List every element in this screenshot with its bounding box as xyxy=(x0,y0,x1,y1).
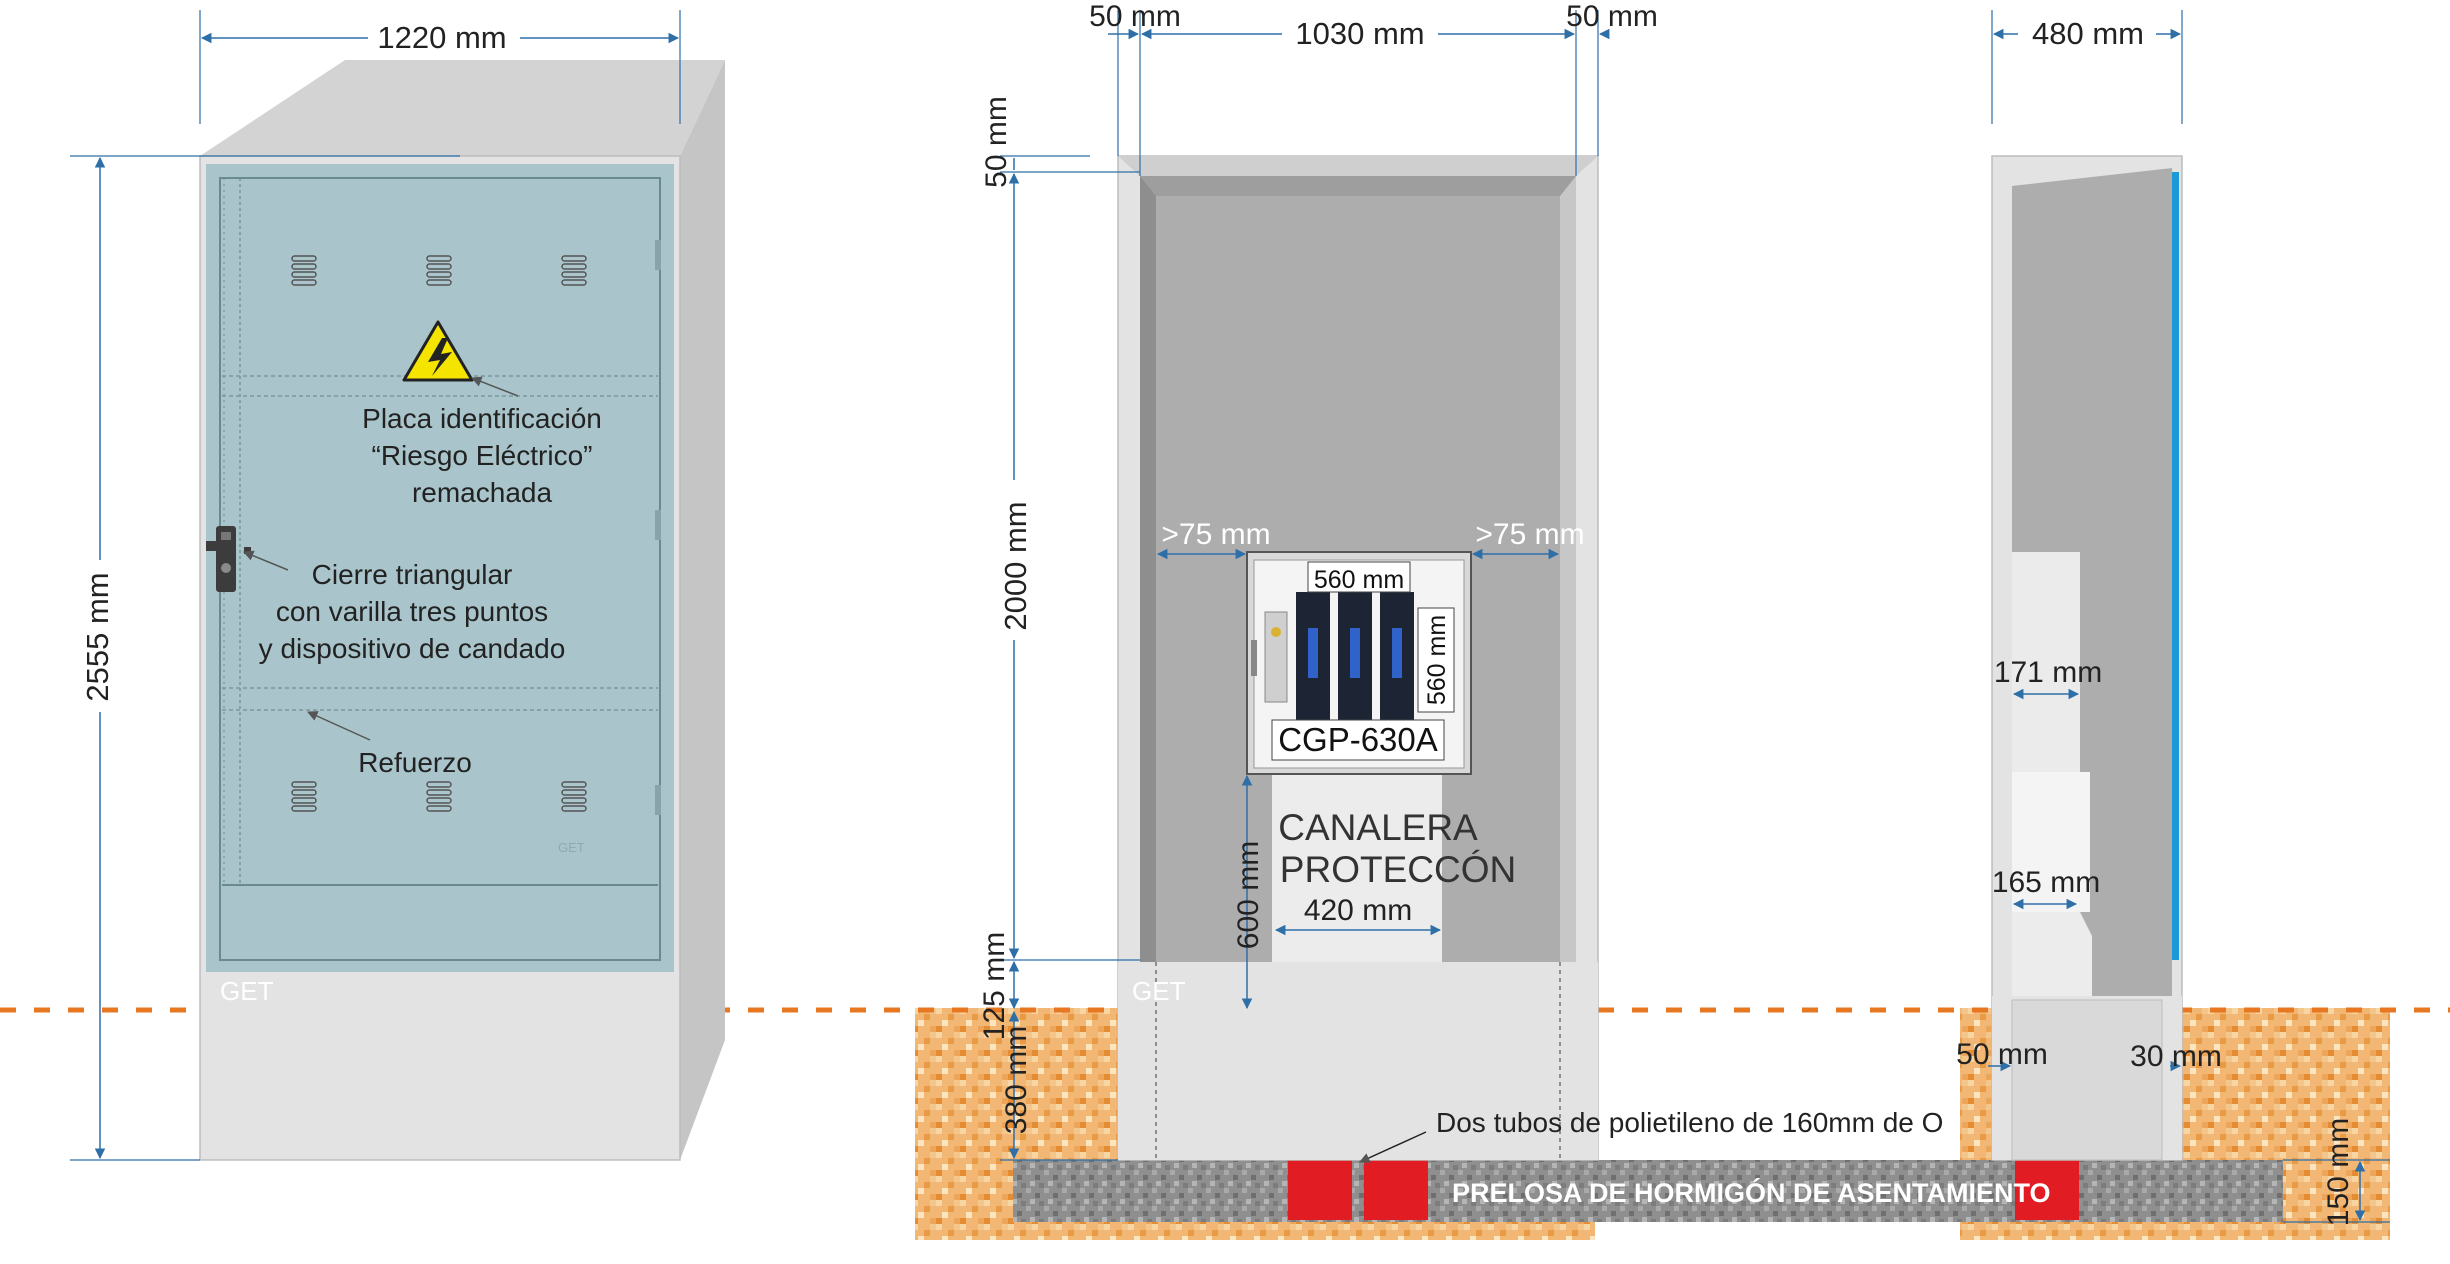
slab-dim: 150 mm xyxy=(2322,1118,2355,1226)
side-view: 480 mm 171 mm 165 mm 50 mm 30 mm 150 mm xyxy=(1956,10,2390,1226)
lock-label-3: y dispositivo de candado xyxy=(259,633,566,664)
leader-warning xyxy=(471,376,519,397)
front-height-dim: 2555 mm xyxy=(80,572,115,701)
ventilation-slot-icon xyxy=(426,781,452,812)
rear-wall-dim: 30 mm xyxy=(2130,1040,2222,1073)
ventilation-slot-icon xyxy=(291,255,317,286)
brand-logo: GET xyxy=(1132,976,1186,1006)
left-wall-dim: 50 mm xyxy=(1089,0,1181,33)
side-upper-duct xyxy=(2012,552,2080,772)
hinge-middle xyxy=(655,510,661,540)
clearance-left-dim: >75 mm xyxy=(1161,518,1270,551)
interior-top-bevel xyxy=(1118,156,1598,176)
module-height-bg xyxy=(1417,607,1455,713)
module-width-bg xyxy=(1307,561,1411,593)
slab-label: PRELOSA DE HORMIGÓN DE ASENTAMIENTO xyxy=(1452,1177,2051,1208)
ventilation-slot-icon xyxy=(561,781,587,812)
cabinet-top-face xyxy=(200,60,725,156)
brand-logo-small: GET xyxy=(558,840,585,855)
leader-reinforcement xyxy=(307,711,371,741)
dim-label-bg xyxy=(2018,14,2156,52)
side-depth-dim: 480 mm xyxy=(2032,16,2144,51)
ventilation-slot-icon xyxy=(426,255,452,286)
dim-label-bg xyxy=(1282,14,1438,52)
tubes-note: Dos tubos de polietileno de 160mm de O xyxy=(1436,1107,1943,1138)
front-wall-dim: 50 mm xyxy=(1956,1038,2048,1071)
hinge-bottom xyxy=(655,785,661,815)
interior-right-wall xyxy=(1560,176,1576,962)
tube-1 xyxy=(1288,1160,1352,1220)
warning-plate-label-3: remachada xyxy=(412,477,553,508)
brand-logo: GET xyxy=(220,976,274,1006)
side-base-inner xyxy=(2011,999,2163,1161)
upper-duct-dim: 171 mm xyxy=(1994,656,2102,689)
warning-plate-label-1: Placa identificación xyxy=(362,403,602,434)
right-wall-dim: 50 mm xyxy=(1566,0,1658,33)
triangular-lock-icon xyxy=(206,526,251,592)
lock-label-1: Cierre triangular xyxy=(312,559,513,590)
dim-label-bg xyxy=(368,18,520,58)
inner-height-dim: 2000 mm xyxy=(998,501,1033,630)
hinge-top xyxy=(655,240,661,270)
inner-width-dim: 1030 mm xyxy=(1295,16,1424,51)
front-view: Placa identificación “Riesgo Eléctrico” … xyxy=(70,10,725,1161)
side-door-edge xyxy=(2172,172,2179,960)
warning-plate-label-2: “Riesgo Eléctrico” xyxy=(372,440,593,471)
reinforcement-label: Refuerzo xyxy=(358,747,472,778)
tube-side xyxy=(2015,1160,2079,1220)
duct-label-1: CANALERA xyxy=(1278,807,1478,848)
duct-label-2: PROTECCÓN xyxy=(1280,849,1516,890)
leader-lock xyxy=(243,550,289,571)
interior-base xyxy=(1118,962,1598,1160)
lock-label-2: con varilla tres puntos xyxy=(276,596,548,627)
dim-label-bg xyxy=(78,560,122,712)
leader-tubes xyxy=(1359,1131,1427,1163)
interior-view: CANALERA PROTECCÓN 560 mm 560 mm CGP-630… xyxy=(978,0,1943,1163)
ventilation-slot-icon xyxy=(561,255,587,286)
side-middle-duct xyxy=(2012,772,2090,912)
module-height-dim: 560 mm xyxy=(1423,615,1451,705)
module-label: CGP-630A xyxy=(1278,721,1438,758)
side-lower-duct xyxy=(2012,912,2092,996)
cabinet-side-face xyxy=(680,60,725,1160)
base-height-dim: 125 mm xyxy=(978,932,1011,1040)
clearance-right-dim: >75 mm xyxy=(1475,518,1584,551)
tube-2 xyxy=(1364,1160,1428,1220)
module-width-dim: 560 mm xyxy=(1314,566,1404,594)
lower-duct-dim: 165 mm xyxy=(1992,866,2100,899)
high-voltage-warning-icon xyxy=(402,320,474,382)
duct-width-dim: 420 mm xyxy=(1304,894,1412,927)
dim-label-bg xyxy=(994,480,1034,640)
interior-top-inner xyxy=(1140,176,1576,196)
top-wall-dim: 50 mm xyxy=(980,96,1013,188)
module-elevation-dim: 600 mm xyxy=(1232,841,1265,949)
interior-left-wall xyxy=(1140,176,1156,962)
front-width-dim: 1220 mm xyxy=(377,20,506,55)
buried-depth-dim: 380 mm xyxy=(1000,1026,1033,1134)
ventilation-slot-icon xyxy=(291,781,317,812)
module-label-bg xyxy=(1271,719,1445,761)
